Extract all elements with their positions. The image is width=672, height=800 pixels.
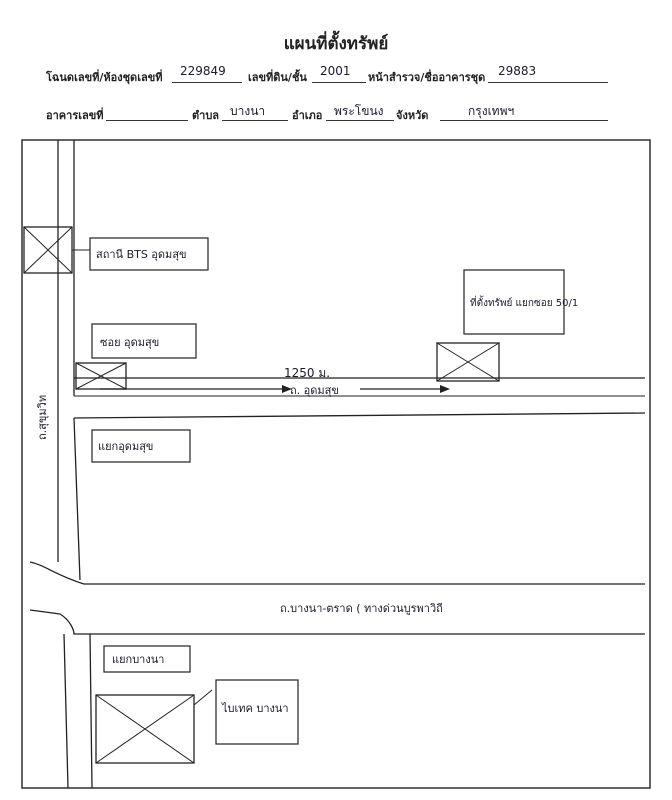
- building-underline: [106, 120, 188, 121]
- bangna-trad-road-label: ถ.บางนา-ตราด ( ทางด่วนบูรพาวิถี: [280, 602, 443, 615]
- bts-station-callout: [89, 237, 209, 271]
- land-no-value: 2001: [320, 64, 351, 78]
- subdistrict-value: บางนา: [230, 104, 266, 118]
- bitec-marker: [95, 694, 195, 764]
- udomsuk-road-bottom-edge: [73, 412, 646, 419]
- survey-label: หน้าสำรวจ/ชื่ออาคารชุด: [368, 71, 486, 84]
- land-no-underline: [312, 82, 366, 83]
- sukhumvit-road-right-edge-mid: [73, 417, 81, 581]
- deed-value: 229849: [180, 64, 226, 78]
- bitec-leader: [193, 689, 213, 706]
- sukhumvit-road-label: ถ.สุขุมวิท: [36, 395, 49, 440]
- bts-station-cross-b: [23, 226, 73, 274]
- property-label: ที่ตั้งทรัพย์ แยกซอย 50/1: [470, 295, 578, 309]
- udomsuk-junction-label: แยกอุดมสุข: [98, 440, 153, 453]
- bitec-label: ไบเทค บางนา: [221, 702, 289, 715]
- sukhumvit-road-right-edge-bottom: [89, 633, 93, 789]
- property-marker: [436, 342, 500, 382]
- province-underline: [440, 120, 608, 121]
- udomsuk-junction-callout: [91, 429, 191, 463]
- district-value: พระโขนง: [334, 104, 384, 118]
- soi-udomsuk-label: ซอย อุดมสุข: [100, 336, 159, 349]
- soi-udomsuk-marker: [75, 362, 127, 390]
- deed-label: โฉนดเลขที่/ห้องชุดเลขที่: [46, 71, 163, 84]
- subdistrict-label: ตำบล: [192, 109, 220, 122]
- land-no-label: เลขที่ดิน/ชั้น: [248, 71, 307, 84]
- bangna-junction-callout: [103, 645, 191, 673]
- direction-arrow-head: [440, 385, 450, 393]
- property-cross-b: [436, 342, 500, 382]
- bitec-callout: [215, 679, 299, 745]
- bangna-trad-road-bottom-edge: [29, 609, 645, 635]
- bangna-trad-road-top-edge: [29, 561, 645, 585]
- building-label: อาคารเลขที่: [46, 109, 104, 122]
- udomsuk-road-label: ถ. อุดมสุข: [290, 384, 339, 397]
- subdistrict-underline: [222, 120, 288, 121]
- distance-label: 1250 ม.: [284, 366, 330, 380]
- district-underline: [326, 120, 394, 121]
- province-value: กรุงเทพฯ: [468, 104, 515, 118]
- bangna-junction-label: แยกบางนา: [112, 653, 164, 666]
- bts-station-label: สถานี BTS อุดมสุข: [96, 248, 187, 261]
- map-frame: [21, 139, 651, 789]
- province-label: จังหวัด: [396, 109, 429, 122]
- deed-underline: [172, 82, 242, 83]
- sukhumvit-road-left-edge-bottom: [63, 633, 69, 789]
- property-callout: [463, 269, 565, 335]
- survey-value: 29883: [498, 64, 537, 78]
- soi-udomsuk-cross-b: [75, 362, 127, 390]
- bitec-cross-b: [95, 694, 195, 764]
- page-title: แผนที่ตั้งทรัพย์: [283, 34, 389, 54]
- soi-udomsuk-callout: [91, 323, 197, 359]
- distance-arrow-head: [282, 385, 292, 393]
- survey-underline: [488, 82, 608, 83]
- district-label: อำเภอ: [292, 109, 323, 122]
